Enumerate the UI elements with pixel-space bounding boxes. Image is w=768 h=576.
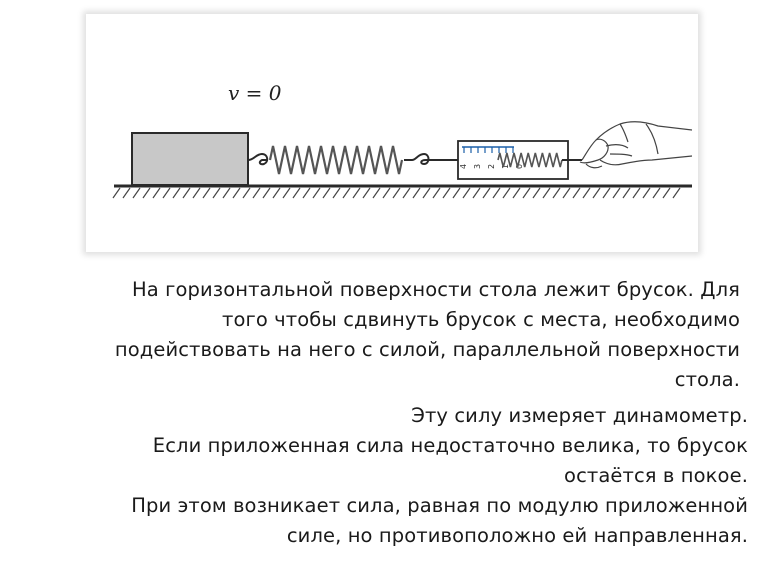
hatch-line [422,187,431,199]
scale-number: 1 [501,164,510,169]
hatch-line [542,187,551,199]
paragraph-intro: На горизонтальной поверхности стола лежи… [20,275,740,395]
hatch-line [302,187,311,199]
hatch-line [452,187,461,199]
hatch-line [372,187,381,199]
hatch-line [342,187,351,199]
scale-number: 3 [473,164,482,169]
physics-illustration: v = 0 4 3 2 1 0 [86,14,698,252]
hatch-line [382,187,391,199]
hatch-line [522,187,531,199]
spring-coil [268,145,404,175]
velocity-label: v = 0 [228,81,282,105]
hatch-line [582,187,591,199]
hatch-line [552,187,561,199]
hatch-line [162,187,171,199]
scale-number: 4 [459,164,468,169]
hatch-line [322,187,331,199]
hatch-line [172,187,181,199]
hatch-line [442,187,451,199]
hatch-line [332,187,341,199]
paragraph-line: Эту силу измеряет динамометр. [411,404,748,427]
hatch-line [362,187,371,199]
wooden-block [131,132,249,186]
block-hook [247,152,269,166]
hatch-line [272,187,281,199]
hatch-line [632,187,641,199]
hatch-line [232,187,241,199]
hatch-line [432,187,441,199]
paragraph-line: Если приложенная сила недостаточно велик… [152,434,748,457]
hatch-line [252,187,261,199]
hand-illustration [579,121,693,169]
hatch-line [672,187,681,199]
hatch-line [482,187,491,199]
hatch-line [602,187,611,199]
hatch-line [242,187,251,199]
hatch-line [412,187,421,199]
hatch-line [312,187,321,199]
hatch-line [622,187,631,199]
scale-number: 0 [515,164,524,169]
hatch-line [202,187,211,199]
hatch-line [352,187,361,199]
hatch-line [262,187,271,199]
hatch-line [112,187,121,199]
paragraph-line: остаётся в покое. [564,464,748,487]
hatch-line [292,187,301,199]
paragraph-line: подействовать на него с силой, параллель… [114,338,740,361]
scale-number: 2 [487,164,496,169]
hatch-line [122,187,131,199]
paragraph-line: При этом возникает сила, равная по модул… [131,494,748,517]
hatch-line [592,187,601,199]
hatch-line [402,187,411,199]
hatch-line [662,187,671,199]
hatch-line [182,187,191,199]
hatch-line [222,187,231,199]
dynamometer-hook [404,152,458,166]
diagram-svg: v = 0 4 3 2 1 0 [112,81,693,199]
hatch-line [132,187,141,199]
hatch-line [532,187,541,199]
hatch-line [612,187,621,199]
hatch-line [512,187,521,199]
hatch-line [472,187,481,199]
paragraph-line: На горизонтальной поверхности стола лежи… [132,278,740,301]
paragraph-line: стола. [674,368,740,391]
hatch-line [392,187,401,199]
hatch-line [652,187,661,199]
hatch-line [642,187,651,199]
hatch-line [192,187,201,199]
paragraph-explanation: Эту силу измеряет динамометр. Если прило… [20,401,748,551]
hatch-line [572,187,581,199]
hatch-line [562,187,571,199]
dynamometer-scale [463,147,514,153]
hatch-line [152,187,161,199]
dynamometer-numbers: 4 3 2 1 0 [459,164,524,169]
dynamometer-spring [497,152,563,168]
hatch-line [212,187,221,199]
hatch-line [282,187,291,199]
table-hatching [112,187,681,199]
paragraph-line: того чтобы сдвинуть брусок с места, необ… [222,308,740,331]
hatch-line [492,187,501,199]
hatch-line [462,187,471,199]
paragraph-line: силе, но противоположно ей направленная. [286,524,748,547]
hatch-line [502,187,511,199]
hatch-line [142,187,151,199]
